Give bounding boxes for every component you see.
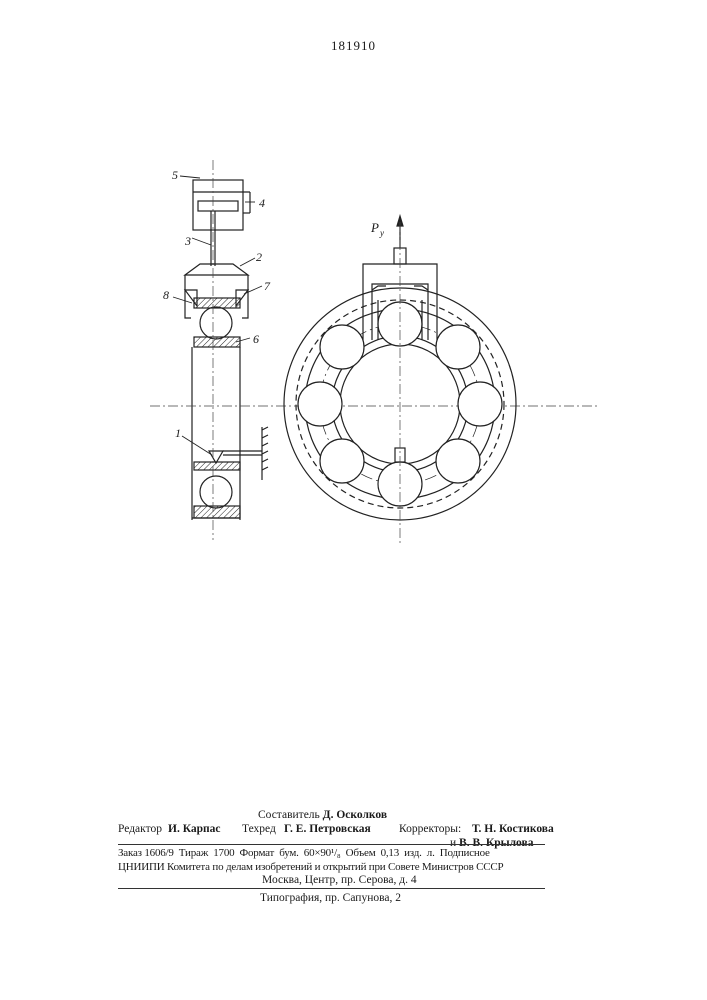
compiler-label: Составитель (258, 809, 320, 821)
label-5: 5 (172, 168, 178, 182)
piston (198, 201, 238, 211)
address-line: Москва, Центр, пр. Серова, д. 4 (262, 873, 417, 887)
divider-bottom (118, 888, 545, 889)
label-2: 2 (256, 250, 262, 264)
label-7: 7 (264, 279, 271, 293)
label-1: 1 (175, 426, 181, 440)
label-4: 4 (259, 196, 265, 210)
order-line: Заказ 1606/9 Тираж 1700 Формат бум. 60×9… (118, 846, 545, 860)
label-6: 6 (253, 332, 259, 346)
techred-name: Г. Е. Петровская (284, 822, 399, 836)
ball-bottom (200, 476, 232, 508)
cylinder-housing (193, 180, 243, 230)
editor-name: И. Карпас (168, 822, 242, 836)
printer-line: Типография, пр. Сапунова, 2 (260, 891, 401, 905)
technical-drawing: 5 4 3 2 7 8 6 1 (0, 0, 707, 560)
divider-top (118, 844, 545, 845)
force-symbol: P (370, 220, 379, 235)
editor-label: Редактор (118, 822, 168, 836)
correctors-label: Корректоры: (399, 822, 472, 836)
force-subscript: y (379, 228, 384, 238)
label-8: 8 (163, 288, 169, 302)
compiler-name: Д. Осколков (323, 809, 387, 821)
side-section-view (185, 180, 268, 520)
force-label: P y (370, 220, 384, 238)
ball-top (200, 307, 232, 339)
techred-label: Техред (242, 822, 284, 836)
compiler-line: Составитель Д. Осколков (258, 808, 387, 822)
label-3: 3 (184, 234, 191, 248)
yoke-head (185, 264, 248, 275)
corrector-1: Т. Н. Костикова (472, 822, 554, 836)
tsniipi-line: ЦНИИПИ Комитета по делам изобретений и о… (118, 860, 545, 874)
